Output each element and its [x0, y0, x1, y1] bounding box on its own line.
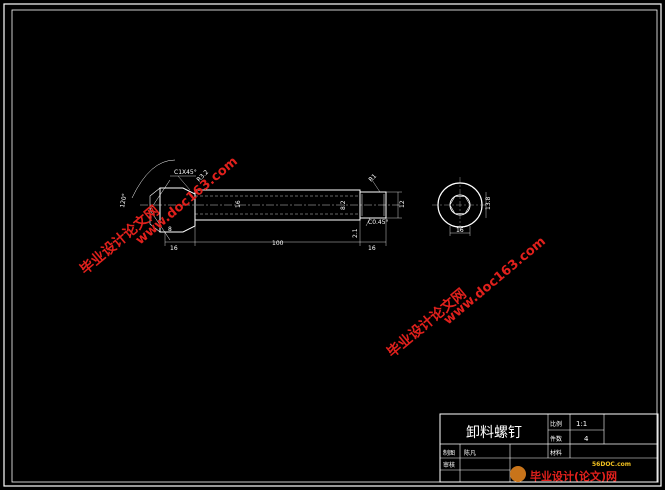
logo-url: 56DOC.com [592, 461, 631, 468]
leader-chamfer [177, 175, 191, 191]
title-block-frame [439, 413, 659, 483]
qty-label: 件数 [550, 435, 562, 443]
dim-total-length: 100 [272, 240, 284, 247]
dim-dia-1: 8.2 [340, 200, 347, 210]
dim-head-length: 16 [170, 245, 178, 252]
angle-line-2 [149, 209, 171, 241]
angle-arc [131, 159, 176, 199]
watermark-cn-2: 毕业设计论文网 [384, 285, 470, 361]
dim-roughness-2: R1 [367, 173, 378, 184]
part-name: 卸料螺钉 [466, 425, 522, 441]
dim-dia-2: 12 [399, 200, 406, 208]
leader-end [365, 217, 371, 227]
scale-value: 1:1 [576, 420, 587, 428]
dim-left-small: 8 [168, 226, 172, 233]
dim-thread-length: 16 [368, 245, 376, 252]
dim-chamfer-head: C1X45° [174, 169, 197, 176]
dim-angle: 120° [119, 193, 128, 208]
drawn-name: 陈凡 [464, 449, 476, 457]
logo-text: 毕业设计(论文)网 [530, 469, 617, 483]
inner-frame [11, 9, 658, 483]
angle-line-1 [149, 179, 171, 211]
outer-frame [3, 3, 662, 487]
scale-label: 比例 [550, 420, 562, 428]
dim-chamfer-end: C0.45° [368, 219, 389, 226]
dim-shank-dia: 16 [235, 200, 242, 208]
bolt-end-view [432, 177, 488, 236]
bolt-head-cone [149, 187, 161, 233]
logo-globe-icon [510, 466, 526, 482]
bolt-side-view [131, 159, 402, 246]
leader-rough [371, 179, 381, 193]
watermark-url-2: www.doc163.com [441, 234, 549, 328]
drawn-label: 制图 [443, 449, 455, 457]
dim-dia-3: 2.1 [352, 228, 359, 238]
title-block [439, 413, 659, 483]
dim-end-view-dia: 13.8 [485, 196, 492, 210]
check-label: 审核 [443, 461, 455, 469]
dim-end-view-hex: 16 [456, 227, 464, 234]
qty-value: 4 [584, 435, 589, 443]
material-label: 材料 [550, 449, 562, 457]
